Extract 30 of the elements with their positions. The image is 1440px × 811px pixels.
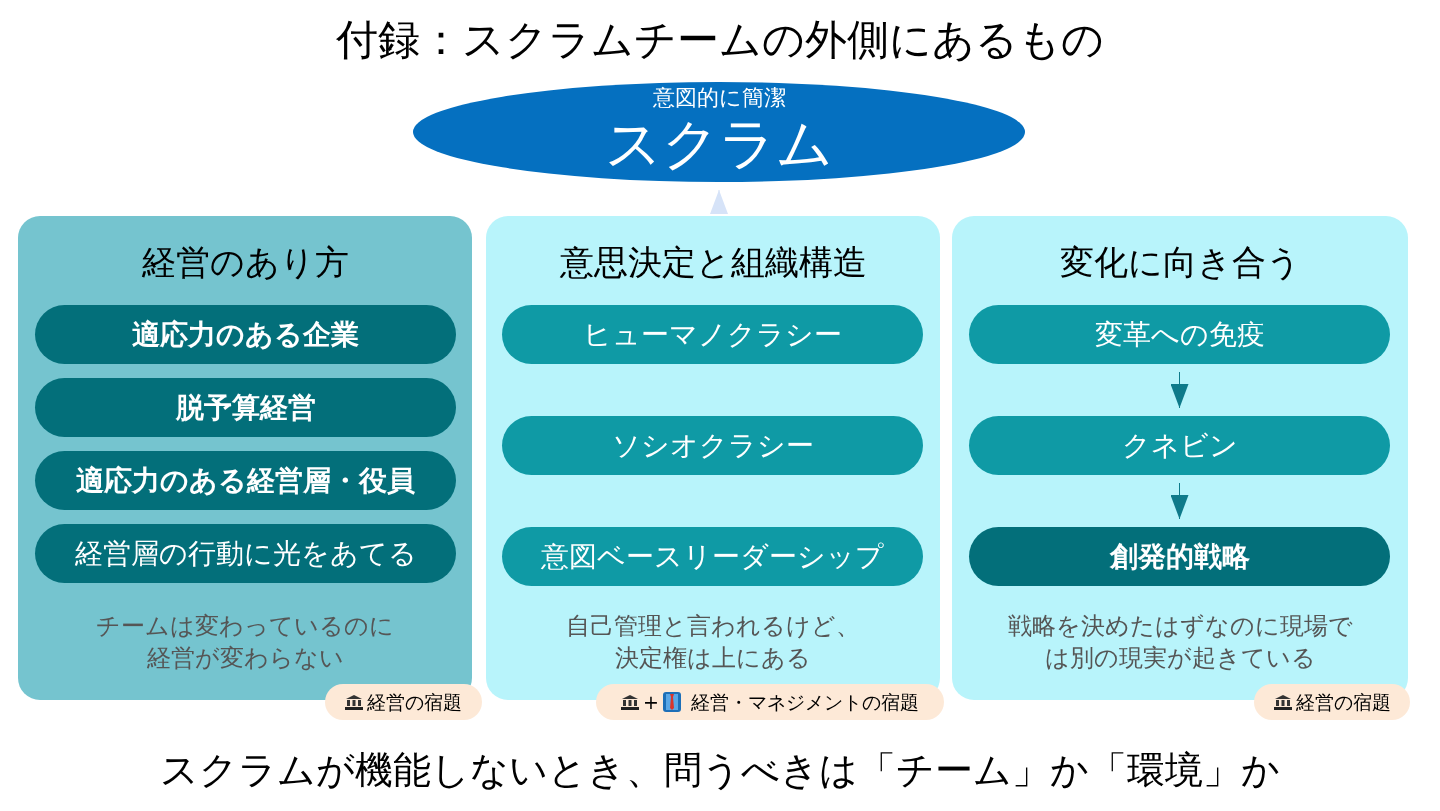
panel-heading: 意思決定と組織構造 [558,241,868,284]
topic-pill: クネビン [969,416,1390,475]
bottom-caption: スクラムが機能しないとき、問うべきは「チーム」か「環境」か [159,747,1281,794]
panel-note: 自己管理と言われるけど、決定権は上にある [565,611,861,674]
topic-pill: ソシオクラシー [502,416,923,475]
panel-note: 戦略を決めたはずなのに現場では別の現実が起きている [1007,611,1353,674]
homework-badge [1254,684,1410,720]
topic-pill: 適応力のある経営層・役員 [35,451,456,510]
arrow [1170,371,1189,409]
main-label: スクラム [605,112,833,176]
topic-pill: 脱予算経営 [35,378,456,437]
arrow [710,189,728,215]
panel-note: チームは変わっているのに経営が変わらない [95,611,395,674]
topic-pill: 経営層の行動に光をあてる [35,524,456,583]
topic-pill: 創発的戦略 [969,527,1390,586]
badge-text: 経営の宿題 [367,689,462,715]
badge-text: 経営の宿題 [1295,689,1391,715]
arrow [1170,482,1189,520]
topic-pill: ヒューマノクラシー [502,305,923,364]
homework-badge [325,684,482,720]
homework-badge [596,684,944,720]
panel-heading: 経営のあり方 [140,241,350,284]
topic-pill: 意図ベースリーダーシップ [502,527,923,586]
page-title: 付録：スクラムチームの外側にあるもの [335,14,1105,66]
badge-text: + [643,689,659,715]
topic-pill: 適応力のある企業 [35,305,456,364]
subtitle-text: 意図的に簡潔 [652,84,786,112]
badge-text: 経営・マネジメントの宿題 [690,689,919,715]
topic-pill: 変革への免疫 [969,305,1390,364]
panel-heading: 変化に向き合う [1058,241,1302,284]
